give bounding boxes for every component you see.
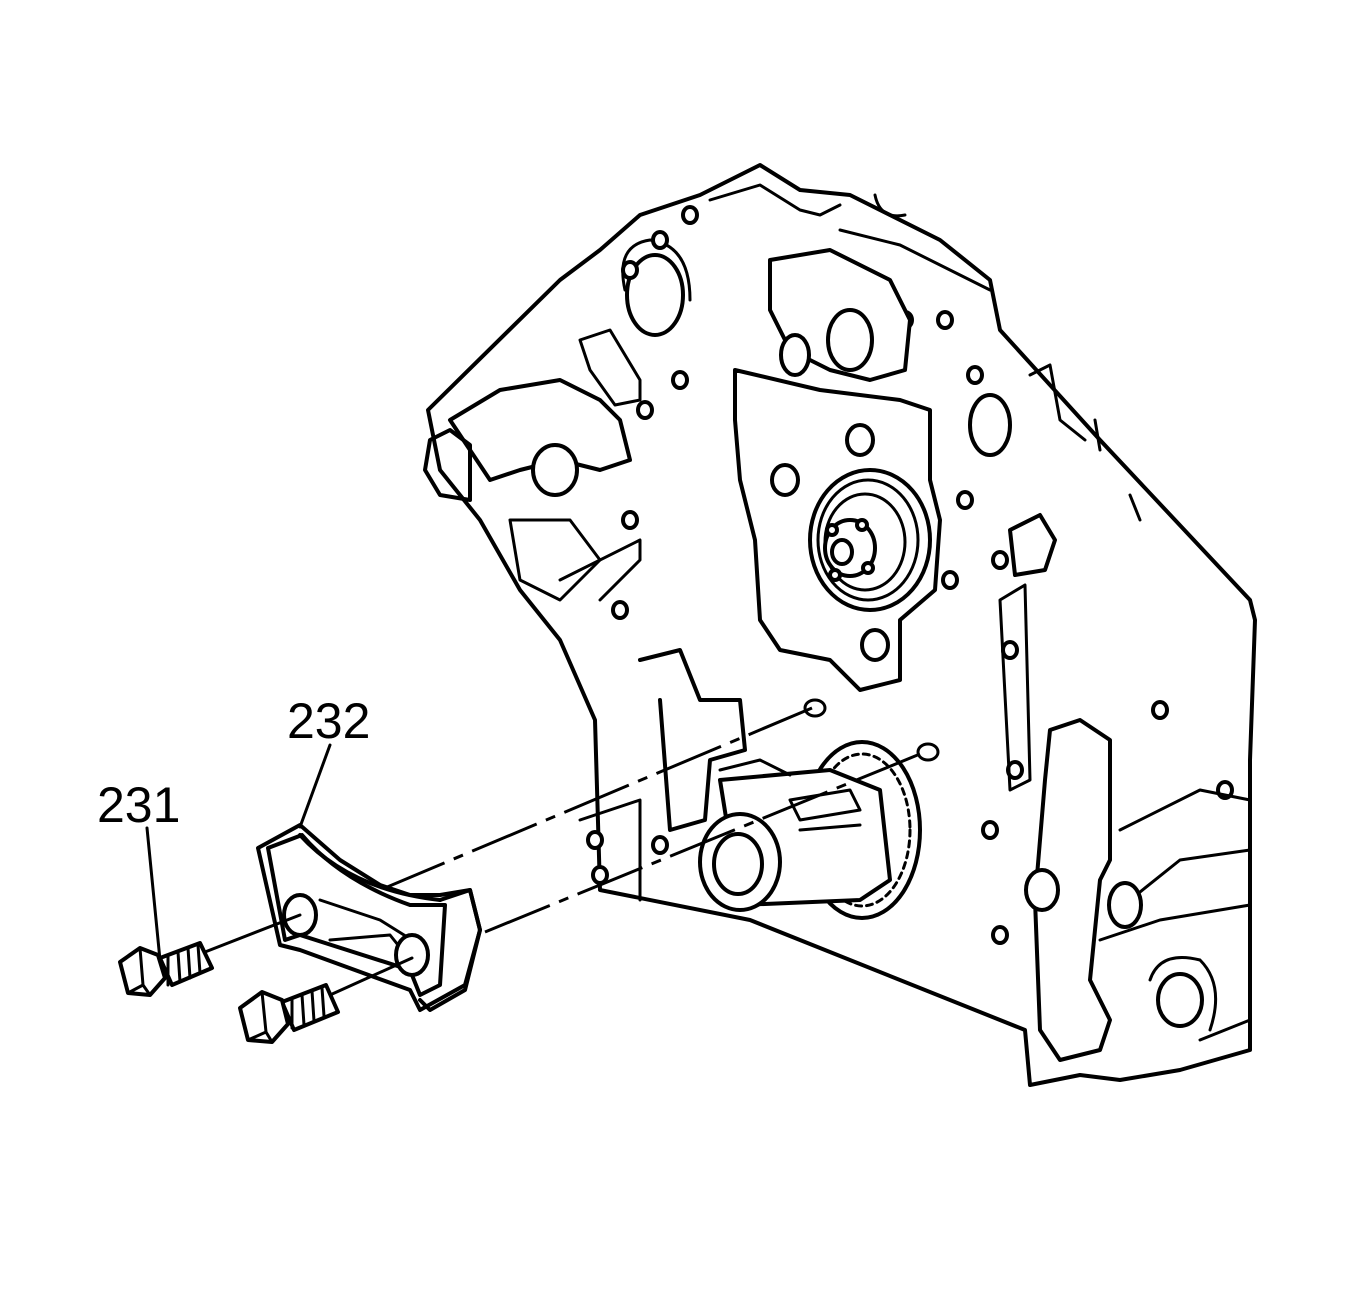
upper-left-hole (625, 253, 685, 337)
left-slot (578, 328, 642, 407)
callout-label-232: 232 (287, 693, 370, 749)
left-pin (531, 443, 579, 497)
bolt-lower (238, 956, 414, 1044)
crank-web (1118, 788, 1252, 902)
engine-block (423, 163, 1257, 1087)
right-channel (998, 583, 1032, 792)
alignment-lines (379, 698, 940, 934)
crank-step-2 (1198, 1018, 1252, 1042)
right-upper-hole (968, 393, 1012, 457)
crank-step (1098, 903, 1252, 942)
top-ridge (708, 183, 842, 217)
top-ridge-2 (838, 228, 992, 292)
bolt-upper (118, 913, 302, 997)
alignment-line-lower (484, 750, 926, 934)
right-square-boss (1008, 513, 1057, 577)
guide-bolt-hole-lower (394, 933, 430, 977)
crank-lower-arc (1148, 956, 1218, 1032)
lower-dowel-hole (916, 742, 940, 762)
lower-step (638, 648, 747, 832)
top-curl (873, 193, 907, 218)
leader-line-231 (145, 826, 162, 962)
right-edge-detail-2 (1093, 418, 1102, 452)
alignment-line-upper (379, 706, 813, 892)
upper-small-hole (779, 333, 811, 377)
upper-dowel-hole (803, 698, 827, 718)
leader-line-232 (298, 743, 332, 829)
crank-hole (1107, 881, 1143, 929)
right-edge-detail-3 (1128, 493, 1142, 522)
callout-label-231: 231 (97, 777, 180, 833)
plate-bolt-left (770, 463, 800, 497)
plate-bolt-bottom (860, 628, 890, 662)
crank-lower-hole (1156, 972, 1204, 1028)
guide-edge (418, 888, 482, 1012)
cam-sprocket (808, 468, 932, 612)
upper-pocket-hole (826, 308, 874, 372)
lower-right-hole (1024, 868, 1060, 912)
left-rib-2 (558, 538, 642, 602)
left-boss (423, 428, 472, 502)
left-bracket (448, 378, 632, 482)
guide-curve (298, 833, 442, 902)
left-rib (508, 518, 602, 602)
lower-step-2 (578, 798, 642, 902)
right-edge-detail (1028, 363, 1087, 442)
timing-chain-guide (256, 823, 482, 1012)
plate-bolt-top (845, 423, 875, 457)
crank-sprocket (698, 740, 922, 920)
